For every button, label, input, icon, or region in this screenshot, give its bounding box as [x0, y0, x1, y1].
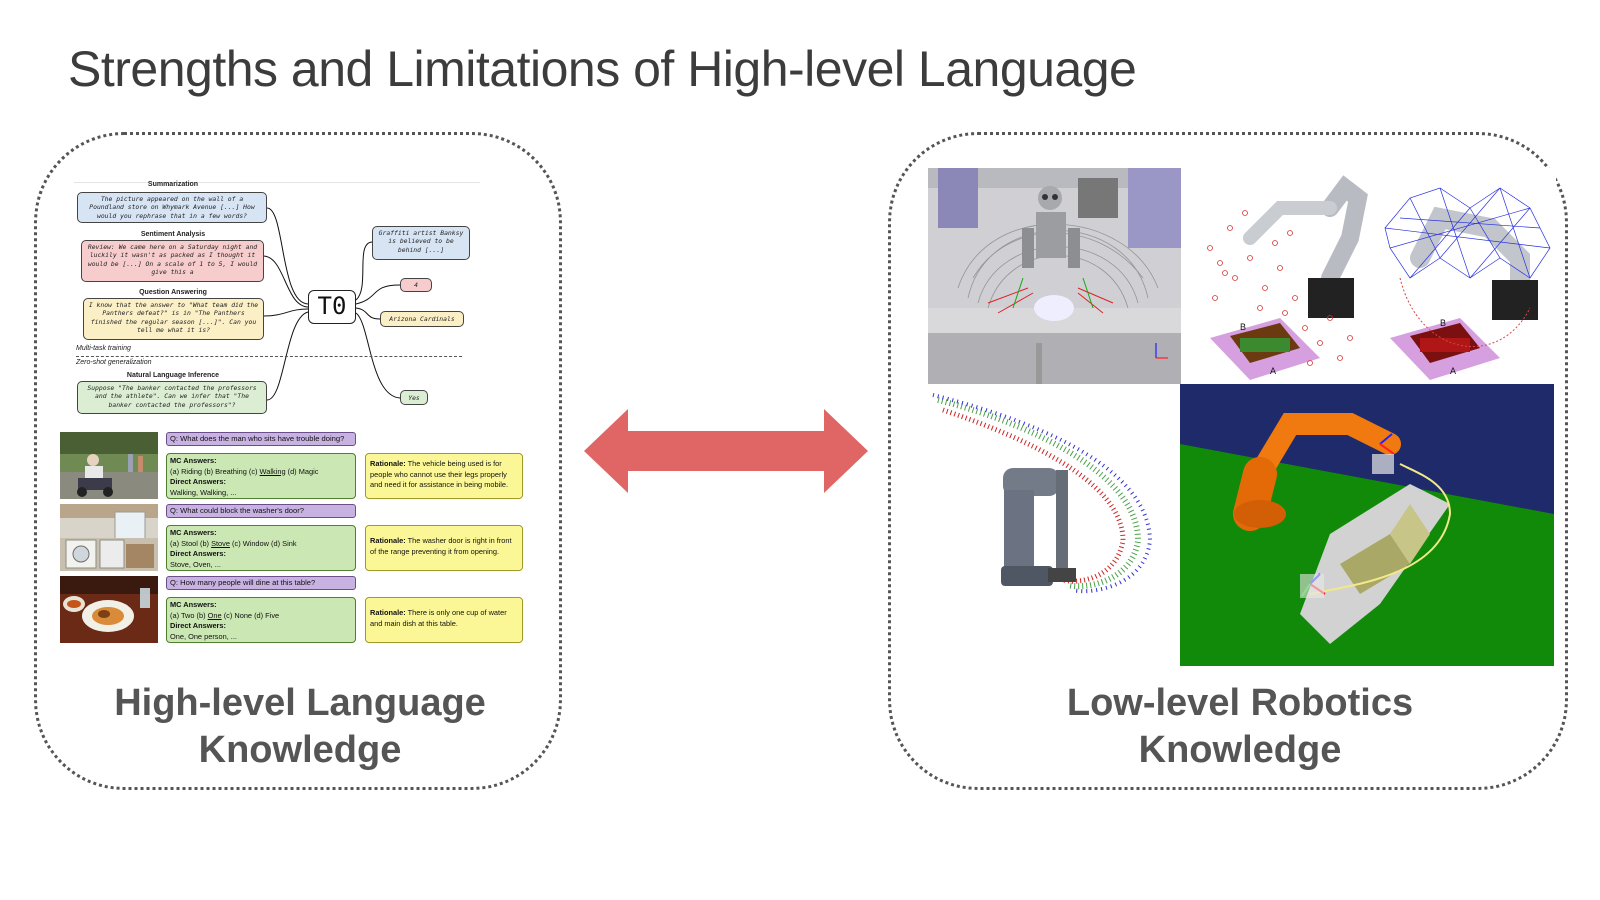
- input-nli: Suppose "The banker contacted the profes…: [77, 381, 267, 414]
- label-b: B: [1440, 318, 1446, 328]
- rationale-box: Rationale: The vehicle being used is for…: [365, 453, 523, 499]
- heading-qa: Question Answering: [139, 289, 207, 296]
- mc-options-suffix: (c) Window (d) Sink: [229, 538, 297, 548]
- input-qa: I know that the answer to "What team did…: [83, 298, 264, 340]
- double-arrow-icon: [584, 409, 868, 493]
- t0-multitask-figure: Summarization The picture appeared on th…: [70, 178, 480, 418]
- mc-correct-option: Stove: [211, 538, 230, 548]
- vqa-example-row: Q: What does the man who sits have troub…: [60, 432, 530, 502]
- direct-answers: Stove, Oven, ...: [170, 559, 221, 569]
- label-a: A: [1270, 366, 1276, 376]
- photo-man-mobility-scooter: [60, 432, 158, 499]
- mc-correct-option: Walking: [259, 466, 286, 476]
- question-box: Q: What could block the washer's door?: [166, 504, 356, 518]
- answers-box: MC Answers: (a) Riding (b) Breathing (c)…: [166, 453, 356, 499]
- rationale-text: The washer door is right in front of the…: [370, 536, 512, 556]
- output-qa: Arizona Cardinals: [380, 311, 464, 327]
- robot-arm-roadmap: B A: [1380, 168, 1556, 382]
- mc-correct-option: One: [207, 610, 222, 620]
- direct-answers-label: Direct Answers:: [170, 549, 226, 558]
- rationale-label: Rationale:: [370, 459, 406, 468]
- mc-answers-label: MC Answers:: [170, 528, 217, 537]
- rationale-text: The vehicle being used is for people who…: [370, 459, 509, 489]
- direct-answers-label: Direct Answers:: [170, 477, 226, 486]
- label-a: A: [1450, 366, 1456, 376]
- industrial-robot-simulation: [1180, 384, 1554, 666]
- answers-box: MC Answers: (a) Two (b) One (c) None (d)…: [166, 597, 356, 643]
- slide-title: Strengths and Limitations of High-level …: [68, 41, 1137, 97]
- caption-line: Low-level Robotics: [1066, 682, 1414, 724]
- rationale-text: There is only one cup of water and main …: [370, 608, 507, 628]
- robotics-knowledge-caption: Low-level Robotics Knowledge: [960, 680, 1520, 774]
- label-b: B: [1240, 322, 1246, 332]
- answers-box: MC Answers: (a) Stool (b) Stove (c) Wind…: [166, 525, 356, 571]
- rationale-label: Rationale:: [370, 608, 406, 617]
- mc-options-suffix: (c) None (d) Five: [221, 610, 280, 620]
- heading-sentiment: Sentiment Analysis: [140, 231, 206, 238]
- vqa-example-row: Q: How many people will dine at this tab…: [60, 576, 530, 646]
- output-sentiment: 4: [400, 278, 432, 292]
- photo-kitchen-washer: [60, 504, 158, 571]
- language-knowledge-caption: High-level Language Knowledge: [60, 680, 540, 774]
- mc-answers-label: MC Answers:: [170, 600, 217, 609]
- robot-arm-trajectory-frames: [918, 390, 1174, 604]
- robot-arm-sampling-points: B A: [1190, 168, 1370, 382]
- language-knowledge-panel: [34, 132, 562, 790]
- label-zero-shot: Zero-shot generalization: [76, 359, 152, 366]
- input-summarization: The picture appeared on the wall of a Po…: [77, 192, 267, 223]
- t0-connector-lines: [262, 207, 401, 401]
- mc-options-prefix: (a) Riding (b) Breathing (c): [170, 466, 260, 476]
- divider-dashed-line: [76, 356, 462, 357]
- input-sentiment: Review: We came here on a Saturday night…: [81, 240, 264, 282]
- direct-answers: Walking, Walking, ...: [170, 487, 237, 497]
- rationale-box: Rationale: There is only one cup of wate…: [365, 597, 523, 643]
- kitchen-humanoid-simulation: [928, 168, 1181, 384]
- rationale-label: Rationale:: [370, 536, 406, 545]
- caption-line: High-level Language: [114, 682, 486, 724]
- robotics-knowledge-panel: [888, 132, 1568, 790]
- mc-options-suffix: (d) Magic: [285, 466, 319, 476]
- caption-line: Knowledge: [198, 729, 402, 771]
- rationale-box: Rationale: The washer door is right in f…: [365, 525, 523, 571]
- label-multitask-training: Multi-task training: [76, 345, 131, 352]
- photo-dinner-table: [60, 576, 158, 643]
- mc-answers-label: MC Answers:: [170, 456, 217, 465]
- output-summarization: Graffiti artist Banksy is believed to be…: [372, 226, 470, 260]
- output-nli: Yes: [400, 390, 428, 405]
- question-box: Q: How many people will dine at this tab…: [166, 576, 356, 590]
- caption-line: Knowledge: [1138, 729, 1342, 771]
- direct-answers: One, One person, ...: [170, 631, 237, 641]
- heading-summarization: Summarization: [147, 181, 199, 188]
- mc-options-prefix: (a) Stool (b): [170, 538, 212, 548]
- vqa-example-row: Q: What could block the washer's door? M…: [60, 504, 530, 574]
- mc-options-prefix: (a) Two (b): [170, 610, 208, 620]
- question-box: Q: What does the man who sits have troub…: [166, 432, 356, 446]
- figure-top-rule: [74, 182, 480, 183]
- t0-model-box: T0: [308, 290, 356, 324]
- heading-nli: Natural Language Inference: [126, 372, 220, 379]
- direct-answers-label: Direct Answers:: [170, 621, 226, 630]
